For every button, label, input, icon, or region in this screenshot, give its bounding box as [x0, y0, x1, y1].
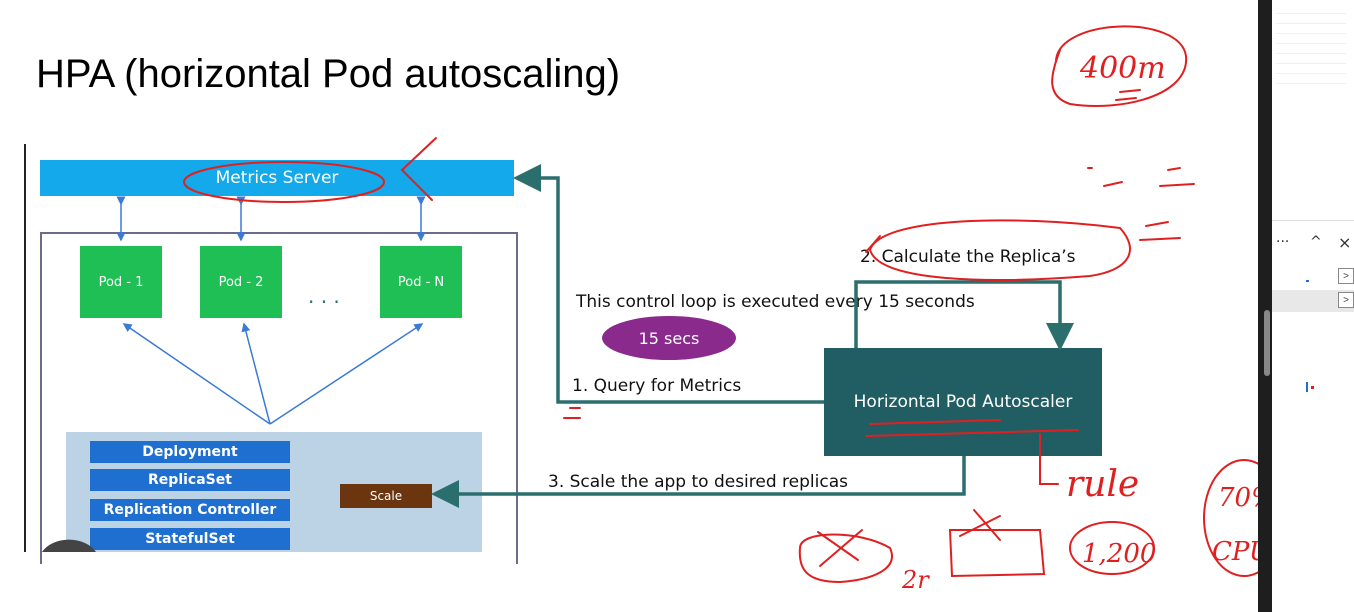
- side-panel-divider: [1258, 0, 1272, 612]
- note-400m: 400m: [1079, 51, 1166, 86]
- close-icon[interactable]: ×: [1338, 233, 1352, 252]
- interval-badge-label: 15 secs: [638, 328, 700, 348]
- handwritten-annotations: 400m rule 70% 1,200 CPU 2r: [183, 25, 1258, 594]
- step-2-circle: [869, 219, 1131, 281]
- side-panel-text-area: [1276, 4, 1346, 84]
- metrics-server-bar: Metrics Server: [40, 160, 514, 196]
- stack-replication-controller: Replication Controller: [90, 499, 290, 521]
- pod-1: Pod - 1: [80, 246, 162, 318]
- metrics-pod-links: [116, 196, 426, 242]
- side-panel-row-highlight: [1272, 290, 1354, 312]
- pod-2: Pod - 2: [200, 246, 282, 318]
- step-1-label: 1. Query for Metrics: [572, 376, 742, 396]
- metrics-server-label: Metrics Server: [215, 168, 339, 188]
- note-quantity: 1,200: [1082, 539, 1156, 569]
- hpa-box: Horizontal Pod Autoscaler: [824, 348, 1102, 456]
- pod-label: Pod - N: [397, 274, 445, 290]
- step-1-arrow: [513, 164, 824, 404]
- step-2-loop-arrow: [854, 280, 1074, 351]
- scale-label: Scale: [369, 489, 403, 503]
- side-panel-marker: [1311, 386, 1314, 389]
- more-options-icon[interactable]: ···: [1276, 234, 1290, 250]
- note-rule: rule: [1066, 464, 1139, 505]
- note-percent: 70%: [1218, 483, 1258, 513]
- presenter-cursor: [42, 539, 96, 552]
- note-resource: CPU: [1212, 537, 1258, 567]
- hpa-diagram: Metrics Server Pod - 1 Pod - 2 . . . Pod…: [24, 144, 1114, 564]
- diagram-left-border: [24, 144, 26, 552]
- diagram-connectors: [42, 164, 1074, 552]
- stack-statefulset: StatefulSet: [90, 528, 290, 550]
- side-panel-marker: [1306, 382, 1308, 392]
- step-3-label: 3. Scale the app to desired replicas: [548, 472, 848, 492]
- interval-badge: 15 secs: [602, 316, 736, 360]
- hpa-label: Horizontal Pod Autoscaler: [853, 392, 1073, 412]
- note-small: 2r: [901, 566, 930, 594]
- slide: HPA (horizontal Pod autoscaling) Metrics…: [24, 25, 1258, 594]
- step-3-arrow: [431, 456, 966, 508]
- controller-pod-links: [122, 322, 424, 425]
- side-panel-header-line: [1272, 220, 1354, 221]
- slide-title: HPA (horizontal Pod autoscaling): [36, 52, 621, 96]
- pod-n: Pod - N: [380, 246, 462, 318]
- pod-label: Pod - 2: [218, 274, 264, 290]
- stack-replicaset: ReplicaSet: [90, 469, 290, 491]
- side-panel-scrollbar[interactable]: [1264, 310, 1270, 376]
- pods-ellipsis: . . .: [308, 284, 340, 308]
- expand-icon[interactable]: >: [1338, 292, 1354, 308]
- cluster-frame: [40, 232, 518, 564]
- side-panel-marker: [1306, 280, 1309, 282]
- pod-label: Pod - 1: [98, 274, 144, 290]
- step-2-label: 2. Calculate the Replica’s: [860, 247, 1076, 267]
- stack-deployment: Deployment: [90, 441, 290, 463]
- 400m-circle: [1051, 25, 1188, 107]
- expand-icon[interactable]: >: [1338, 268, 1354, 284]
- loop-note: This control loop is executed every 15 s…: [576, 292, 975, 312]
- metrics-circle: [183, 161, 385, 203]
- chevron-up-icon[interactable]: ^: [1310, 234, 1322, 250]
- metrics-tick: [400, 137, 437, 201]
- quantity-circle: [1069, 521, 1155, 575]
- percent-circle: [1203, 459, 1258, 577]
- scale-box: Scale: [340, 484, 432, 508]
